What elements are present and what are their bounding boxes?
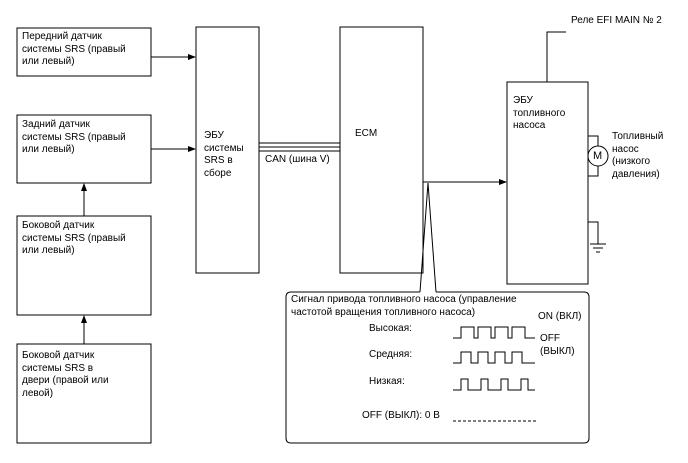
side-sensor-label: Боковой датчик системы SRS (правый или л… — [22, 220, 126, 256]
signal-callout-pointer — [419, 182, 437, 293]
waveform-medium — [453, 351, 535, 364]
motor-wire-bottom — [588, 166, 599, 177]
motor-symbol: M — [593, 150, 603, 162]
waveform-low — [453, 378, 535, 391]
front-sensor-label: Передний датчик системы SRS (правый или … — [22, 31, 126, 67]
front-sensor-box — [16, 27, 152, 77]
signal-title: Сигнал привода топливного насоса (управл… — [291, 294, 517, 318]
signal-callout-box — [285, 291, 590, 444]
motor-circle — [587, 145, 609, 167]
ecm-label: ECM — [355, 128, 378, 139]
fuel-pump-ecu-label: ЭБУ топливного насоса — [513, 95, 566, 131]
signal-high-label: Высокая: — [369, 323, 412, 334]
relay-label: Реле EFI MAIN № 2 — [571, 15, 662, 26]
signal-low-label: Низкая: — [369, 376, 405, 387]
can-bus-label: CAN (шина V) — [265, 154, 330, 165]
ecm-box — [339, 26, 424, 274]
fuel-pump-label: Топливный насос (низкого давления) — [612, 131, 664, 180]
signal-off-label: OFF (ВЫКЛ): 0 В — [362, 410, 440, 421]
motor-wire-top — [588, 135, 599, 146]
waveform-high — [453, 326, 535, 339]
relay-wire — [546, 31, 566, 82]
door-sensor-label: Боковой датчик системы SRS в двери (прав… — [22, 350, 109, 399]
rear-sensor-label: Задний датчик системы SRS (правый или ле… — [22, 119, 126, 155]
signal-medium-label: Средняя: — [369, 349, 413, 360]
signal-off-state-label: OFF (ВЫКЛ) — [540, 333, 575, 357]
ground-wire — [588, 221, 599, 244]
signal-on-state-label: ON (ВКЛ) — [538, 311, 582, 322]
srs-ecu-box — [195, 26, 260, 274]
srs-ecu-label: ЭБУ системы SRS в сборе — [204, 130, 244, 179]
